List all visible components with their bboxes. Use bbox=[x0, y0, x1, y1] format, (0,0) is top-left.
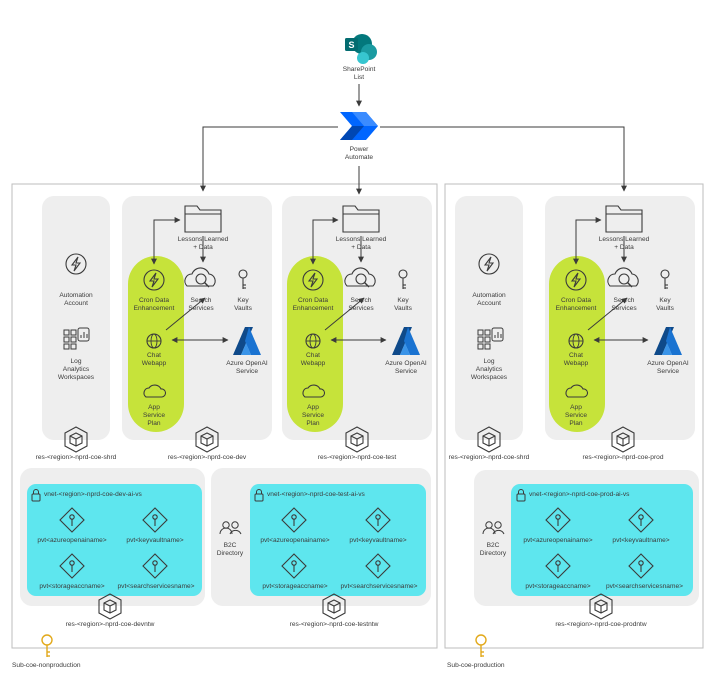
pvt-storage-label: pvt<storageaccname> bbox=[525, 583, 591, 590]
pvt-keyvault-label: pvt<keyvaultname> bbox=[349, 537, 407, 544]
rg-testntw: res-<region>-nprd-coe-testntw bbox=[289, 621, 379, 628]
pvt-storage-label: pvt<storageaccname> bbox=[39, 583, 105, 590]
subscription-key-icon bbox=[41, 634, 53, 658]
plan-label: App Service Plan bbox=[143, 404, 165, 427]
pvt-openai-label: pvt<azureopenainame> bbox=[260, 537, 330, 544]
lessons-label: Lessons Learned + Data bbox=[598, 236, 650, 251]
arrow-automate-to-dev bbox=[200, 126, 338, 192]
chat-label: Chat Webapp bbox=[563, 352, 589, 367]
b2c-label: B2C Directory bbox=[479, 542, 507, 557]
sub-prod-label: Sub-coe-production bbox=[447, 662, 505, 669]
shared-panel-nonprod bbox=[42, 196, 110, 440]
vnet-prod-label: vnet-<region>-nprd-coe-prod-ai-vs bbox=[529, 491, 630, 498]
log-analytics-label: Log Analytics Workspaces bbox=[470, 358, 508, 381]
arrow-automate-to-prod bbox=[380, 126, 627, 192]
keyvaults-label: Key Vaults bbox=[656, 297, 674, 312]
pvt-search-label: pvt<searchservicesname> bbox=[117, 583, 195, 590]
dev-app-group bbox=[143, 205, 261, 398]
rg-dev: res-<region>-nprd-coe-dev bbox=[167, 454, 247, 461]
vnet-dev-label: vnet-<region>-nprd-coe-dev-ai-vs bbox=[44, 491, 142, 498]
app-pill-test bbox=[287, 256, 343, 432]
rg-prodntw: res-<region>-nprd-coe-prodntw bbox=[555, 621, 647, 628]
sharepoint-icon: S bbox=[345, 34, 377, 64]
svg-text:S: S bbox=[348, 40, 354, 50]
rg-prod: res-<region>-nprd-coe-prod bbox=[582, 454, 664, 461]
rg-shared-nonprod: res-<region>-nprd-coe-shrd bbox=[35, 454, 117, 461]
subscription-nonproduction bbox=[11, 183, 438, 649]
openai-label: Azure OpenAI Service bbox=[226, 360, 268, 375]
rg-devntw: res-<region>-nprd-coe-devntw bbox=[65, 621, 155, 628]
openai-label: Azure OpenAI Service bbox=[385, 360, 427, 375]
cron-label: Cron Data Enhancement bbox=[133, 297, 175, 312]
lessons-label: Lessons Learned + Data bbox=[335, 236, 387, 251]
sharepoint-label: SharePoint List bbox=[342, 66, 376, 81]
app-pill-prod bbox=[549, 256, 605, 432]
chat-label: Chat Webapp bbox=[141, 352, 167, 367]
pvt-keyvault-label: pvt<keyvaultname> bbox=[612, 537, 670, 544]
sub-nonprod-label: Sub-coe-nonproduction bbox=[12, 662, 81, 669]
plan-label: App Service Plan bbox=[302, 404, 324, 427]
pvt-search-label: pvt<searchservicesname> bbox=[606, 583, 683, 590]
vnet-prod bbox=[511, 484, 693, 596]
test-app-group bbox=[302, 205, 420, 398]
prod-app-group bbox=[565, 205, 682, 398]
plan-label: App Service Plan bbox=[565, 404, 587, 427]
keyvaults-label: Key Vaults bbox=[234, 297, 252, 312]
pvt-openai-label: pvt<azureopenainame> bbox=[37, 537, 107, 544]
cron-label: Cron Data Enhancement bbox=[555, 297, 597, 312]
automation-label: Automation Account bbox=[472, 292, 506, 307]
openai-label: Azure OpenAI Service bbox=[647, 360, 689, 375]
vnet-test-label: vnet-<region>-nprd-coe-test-ai-vs bbox=[267, 491, 365, 498]
log-analytics-label: Log Analytics Workspaces bbox=[57, 358, 95, 381]
shared-panel-prod bbox=[455, 196, 523, 440]
power-automate-label: Power Automate bbox=[344, 146, 374, 161]
rg-shared-prod: res-<region>-nprd-coe-shrd bbox=[448, 454, 530, 461]
app-pill-dev bbox=[128, 256, 184, 432]
keyvaults-label: Key Vaults bbox=[394, 297, 412, 312]
pvt-storage-label: pvt<storageaccname> bbox=[262, 583, 328, 590]
b2c-label: B2C Directory bbox=[216, 542, 244, 557]
subscription-production bbox=[444, 183, 704, 649]
cron-label: Cron Data Enhancement bbox=[292, 297, 334, 312]
automation-label: Automation Account bbox=[59, 292, 93, 307]
search-label: Search Services bbox=[348, 297, 374, 312]
rg-test: res-<region>-nprd-coe-test bbox=[317, 454, 397, 461]
chat-label: Chat Webapp bbox=[300, 352, 326, 367]
power-automate-icon bbox=[340, 112, 378, 140]
subscription-key-icon bbox=[475, 634, 487, 658]
pvt-search-label: pvt<searchservicesname> bbox=[340, 583, 418, 590]
lessons-label: Lessons Learned + Data bbox=[177, 236, 229, 251]
search-label: Search Services bbox=[611, 297, 637, 312]
pvt-openai-label: pvt<azureopenainame> bbox=[523, 537, 593, 544]
pvt-keyvault-label: pvt<keyvaultname> bbox=[126, 537, 184, 544]
search-label: Search Services bbox=[188, 297, 214, 312]
